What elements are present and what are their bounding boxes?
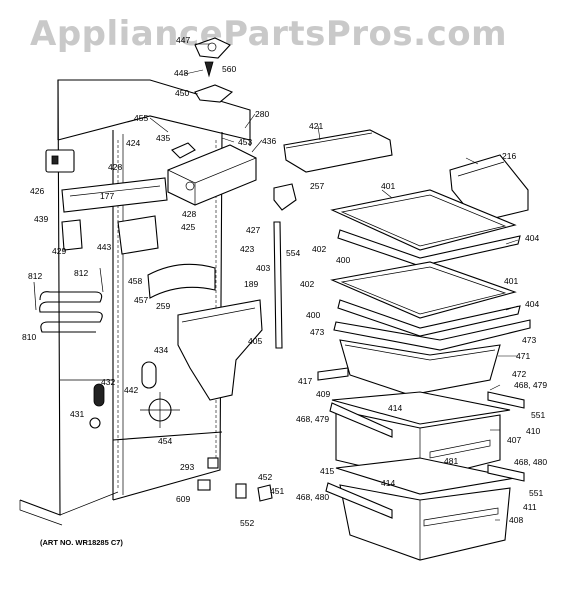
callout-257: 257: [310, 181, 324, 191]
top-right-parts: [273, 129, 529, 223]
callout-468-479-right: 468, 479: [514, 380, 547, 390]
callout-439: 439: [34, 214, 48, 224]
callout-409: 409: [316, 389, 330, 399]
evaporator: [33, 267, 104, 333]
callout-407: 407: [507, 435, 521, 445]
callout-259: 259: [156, 301, 170, 311]
callout-472: 472: [512, 369, 526, 379]
control-housing: [167, 142, 257, 206]
callout-443: 443: [97, 242, 111, 252]
callout-177: 177: [100, 191, 114, 201]
callout-810: 810: [22, 332, 36, 342]
leader-lines: [149, 43, 519, 521]
callout-216: 216: [502, 151, 516, 161]
callout-431: 431: [70, 409, 84, 419]
callout-458: 458: [128, 276, 142, 286]
callout-425: 425: [181, 222, 195, 232]
callout-551-upper: 551: [531, 410, 545, 420]
callout-560: 560: [222, 64, 236, 74]
callout-280: 280: [255, 109, 269, 119]
callout-552: 552: [240, 518, 254, 528]
light-assembly: [194, 37, 234, 103]
callout-417: 417: [298, 376, 312, 386]
small-parts: [89, 361, 273, 502]
callout-421: 421: [309, 121, 323, 131]
callout-471: 471: [516, 351, 530, 361]
callout-414-lower: 414: [381, 478, 395, 488]
drawers: [317, 339, 525, 561]
callout-411: 411: [523, 502, 537, 512]
callout-labels: 447 448 560 450 280 455 453 421 424 435 …: [22, 35, 547, 528]
callout-429: 429: [52, 246, 66, 256]
callout-447: 447: [176, 35, 190, 45]
callout-402-lower: 402: [300, 279, 314, 289]
callout-428-lower: 428: [182, 209, 196, 219]
callout-408: 408: [509, 515, 523, 525]
callout-426: 426: [30, 186, 44, 196]
callout-450: 450: [175, 88, 189, 98]
callout-453: 453: [238, 137, 252, 147]
callout-189: 189: [244, 279, 258, 289]
callout-404-lower: 404: [525, 299, 539, 309]
callout-402-upper: 402: [312, 244, 326, 254]
rail-strip: [273, 221, 283, 349]
callout-423: 423: [240, 244, 254, 254]
callout-451: 451: [270, 486, 284, 496]
callout-404-upper: 404: [525, 233, 539, 243]
callout-448: 448: [174, 68, 188, 78]
callout-468-480-right: 468, 480: [514, 457, 547, 467]
left-controls: [45, 149, 168, 255]
callout-436: 436: [262, 136, 276, 146]
callout-432: 432: [101, 377, 115, 387]
callout-405: 405: [248, 336, 262, 346]
callout-410: 410: [526, 426, 540, 436]
callout-442: 442: [124, 385, 138, 395]
callout-424: 424: [126, 138, 140, 148]
callout-435-upper: 435: [156, 133, 170, 143]
callout-554: 554: [286, 248, 300, 258]
callout-609: 609: [176, 494, 190, 504]
callout-468-479-left: 468, 479: [296, 414, 329, 424]
art-number-caption: (ART NO. WR18285 C7): [40, 538, 123, 547]
callout-428-upper: 428: [108, 162, 122, 172]
callout-401-upper: 401: [381, 181, 395, 191]
air-duct: [147, 263, 263, 401]
callout-468-480-left: 468, 480: [296, 492, 329, 502]
shelves: [330, 189, 531, 351]
callout-403: 403: [256, 263, 270, 273]
callout-415: 415: [320, 466, 334, 476]
callout-812-left: 812: [28, 271, 42, 281]
callout-452: 452: [258, 472, 272, 482]
callout-481: 481: [444, 456, 458, 466]
callout-400-upper: 400: [336, 255, 350, 265]
callout-812-right: 812: [74, 268, 88, 278]
callout-454: 454: [158, 436, 172, 446]
callout-401-lower: 401: [504, 276, 518, 286]
callout-473-left: 473: [310, 327, 324, 337]
callout-434: 434: [154, 345, 168, 355]
callout-473-right: 473: [522, 335, 536, 345]
callout-551-lower: 551: [529, 488, 543, 498]
callout-457: 457: [134, 295, 148, 305]
callout-427: 427: [246, 225, 260, 235]
callout-455: 455: [134, 113, 148, 123]
callout-293: 293: [180, 462, 194, 472]
callout-400-lower: 400: [306, 310, 320, 320]
callout-414-upper: 414: [388, 403, 402, 413]
